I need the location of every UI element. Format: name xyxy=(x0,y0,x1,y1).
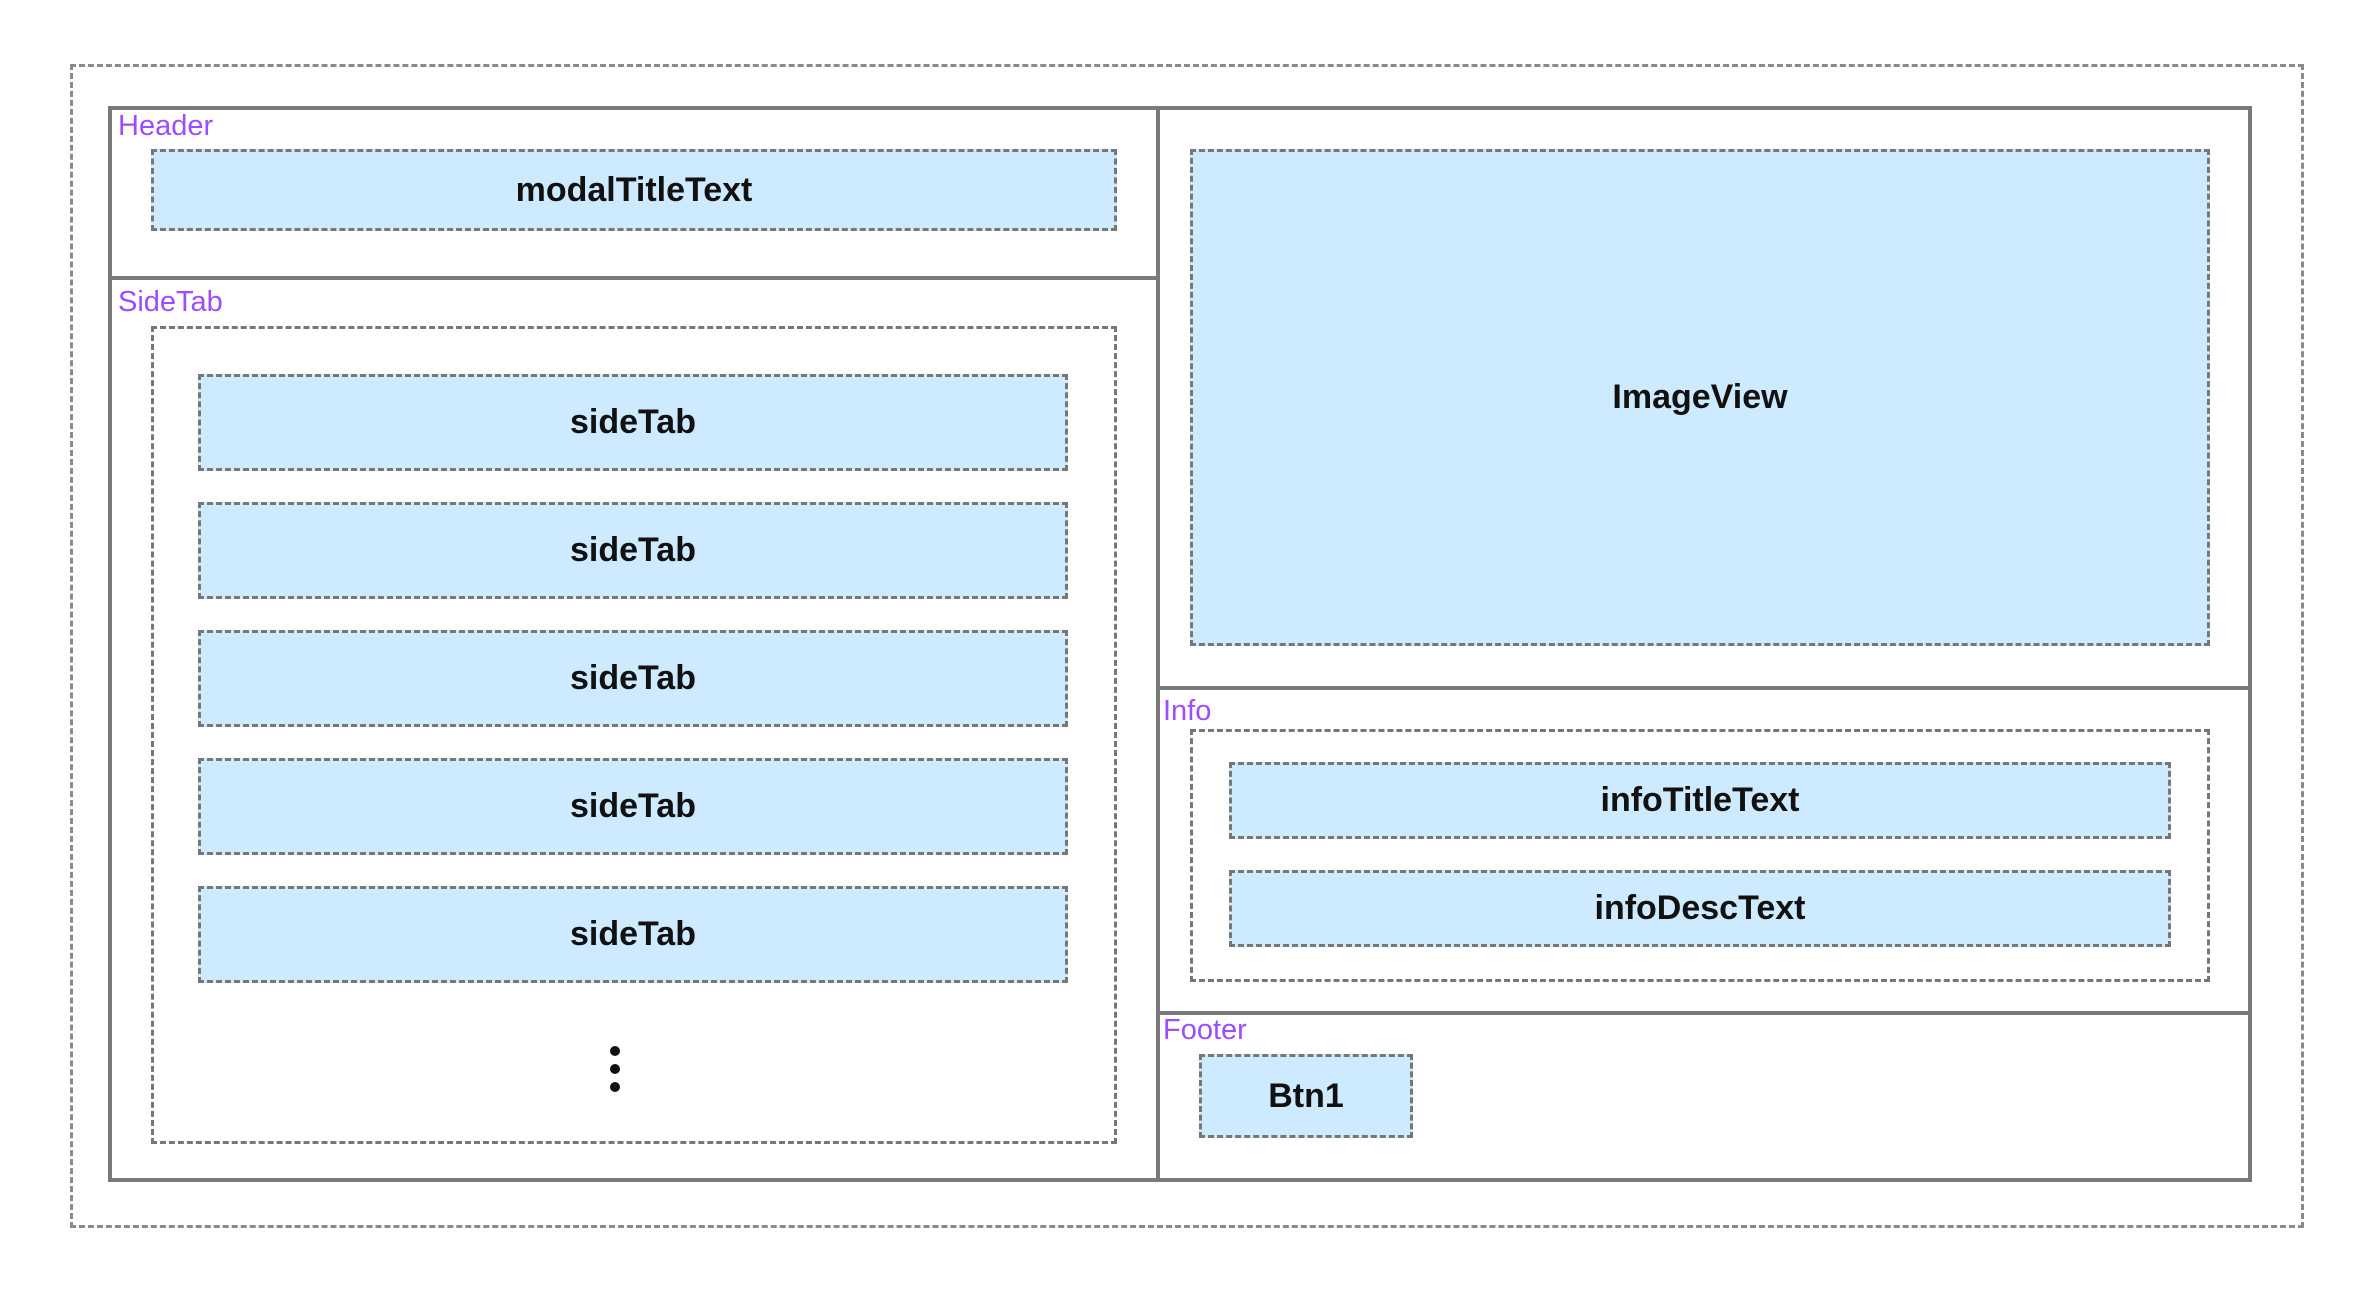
column-divider xyxy=(1156,106,1160,1182)
side-tab-item-1[interactable]: sideTab xyxy=(198,374,1068,471)
sidetab-section-label: SideTab xyxy=(118,286,223,318)
more-items-ellipsis-icon xyxy=(600,1046,630,1096)
ellipsis-dot xyxy=(610,1064,620,1074)
info-section-label: Info xyxy=(1163,695,1212,727)
modal-title-text: modalTitleText xyxy=(151,149,1117,231)
modal-frame xyxy=(108,106,2252,1182)
btn1-button[interactable]: Btn1 xyxy=(1199,1054,1413,1138)
ellipsis-dot xyxy=(610,1082,620,1092)
footer-divider xyxy=(1156,1011,2252,1015)
footer-section-label: Footer xyxy=(1163,1014,1247,1046)
image-view: ImageView xyxy=(1190,149,2210,646)
side-tab-item-2[interactable]: sideTab xyxy=(198,502,1068,599)
sidetab-list-container xyxy=(151,326,1117,1144)
info-title-text: infoTitleText xyxy=(1229,762,2171,839)
side-tab-item-3[interactable]: sideTab xyxy=(198,630,1068,727)
header-section-label: Header xyxy=(118,110,214,142)
side-tab-item-4[interactable]: sideTab xyxy=(198,758,1068,855)
info-container xyxy=(1190,729,2210,982)
modal-outer-boundary xyxy=(70,64,2304,1228)
info-desc-text: infoDescText xyxy=(1229,870,2171,947)
ellipsis-dot xyxy=(610,1046,620,1056)
side-tab-item-5[interactable]: sideTab xyxy=(198,886,1068,983)
header-divider xyxy=(108,276,1158,280)
imageview-divider xyxy=(1156,686,2252,690)
